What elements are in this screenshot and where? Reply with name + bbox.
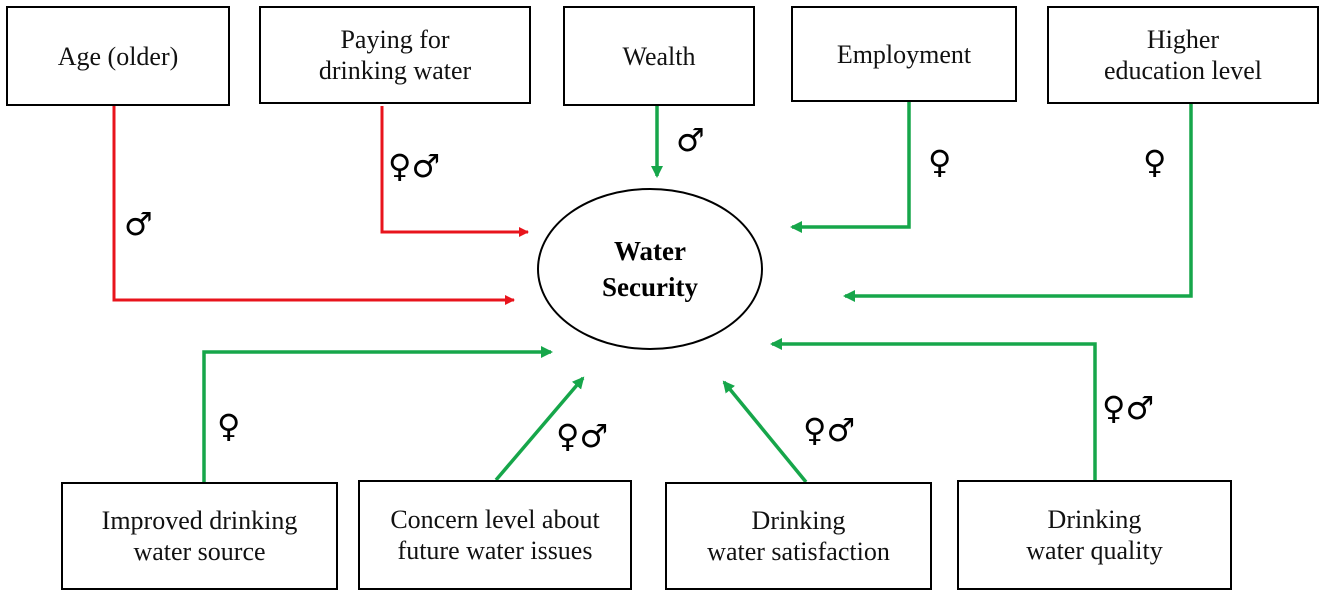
gender-symbol-education: ♀ [1143, 143, 1167, 181]
factor-label-age: Age (older) [57, 41, 179, 71]
gender-symbol-concern: ♀♂ [556, 417, 609, 455]
factor-label-education: Higher education level [1103, 25, 1263, 85]
factor-box-employment: Employment [791, 6, 1017, 102]
factor-label-paying: Paying for drinking water [318, 25, 472, 85]
factor-box-satisfaction: Drinking water satisfaction [665, 482, 932, 590]
gender-symbol-employment: ♀ [928, 143, 952, 181]
factor-box-source: Improved drinking water source [61, 482, 338, 590]
factor-box-quality: Drinking water quality [957, 480, 1232, 590]
factor-box-concern: Concern level about future water issues [358, 480, 632, 590]
factor-label-wealth: Wealth [622, 41, 696, 71]
gender-symbol-satisfaction: ♀♂ [803, 411, 856, 449]
arrow-employment [790, 102, 911, 233]
arrow-paying [380, 106, 529, 237]
gender-symbol-paying: ♀♂ [388, 147, 441, 185]
gender-symbol-age: ♂ [124, 205, 153, 243]
factor-box-paying: Paying for drinking water [259, 6, 531, 104]
center-label: Water Security [602, 236, 698, 302]
factor-label-quality: Drinking water quality [1026, 505, 1163, 565]
arrow-concern [494, 376, 585, 482]
factor-box-wealth: Wealth [563, 6, 755, 106]
arrow-age [112, 106, 515, 305]
factor-box-education: Higher education level [1047, 6, 1319, 104]
factor-label-concern: Concern level about future water issues [390, 505, 600, 565]
arrow-education [843, 104, 1193, 302]
arrow-satisfaction [722, 380, 808, 484]
center-node-water-security: Water Security [537, 188, 763, 350]
gender-symbol-quality: ♀♂ [1102, 389, 1155, 427]
gender-symbol-source: ♀ [217, 407, 241, 445]
factor-label-source: Improved drinking water source [101, 506, 298, 566]
factor-label-employment: Employment [836, 39, 972, 69]
factor-box-age: Age (older) [6, 6, 230, 106]
gender-symbol-wealth: ♂ [676, 121, 705, 159]
arrow-source [202, 346, 553, 482]
factor-label-satisfaction: Drinking water satisfaction [707, 506, 890, 566]
arrow-quality [770, 338, 1097, 480]
